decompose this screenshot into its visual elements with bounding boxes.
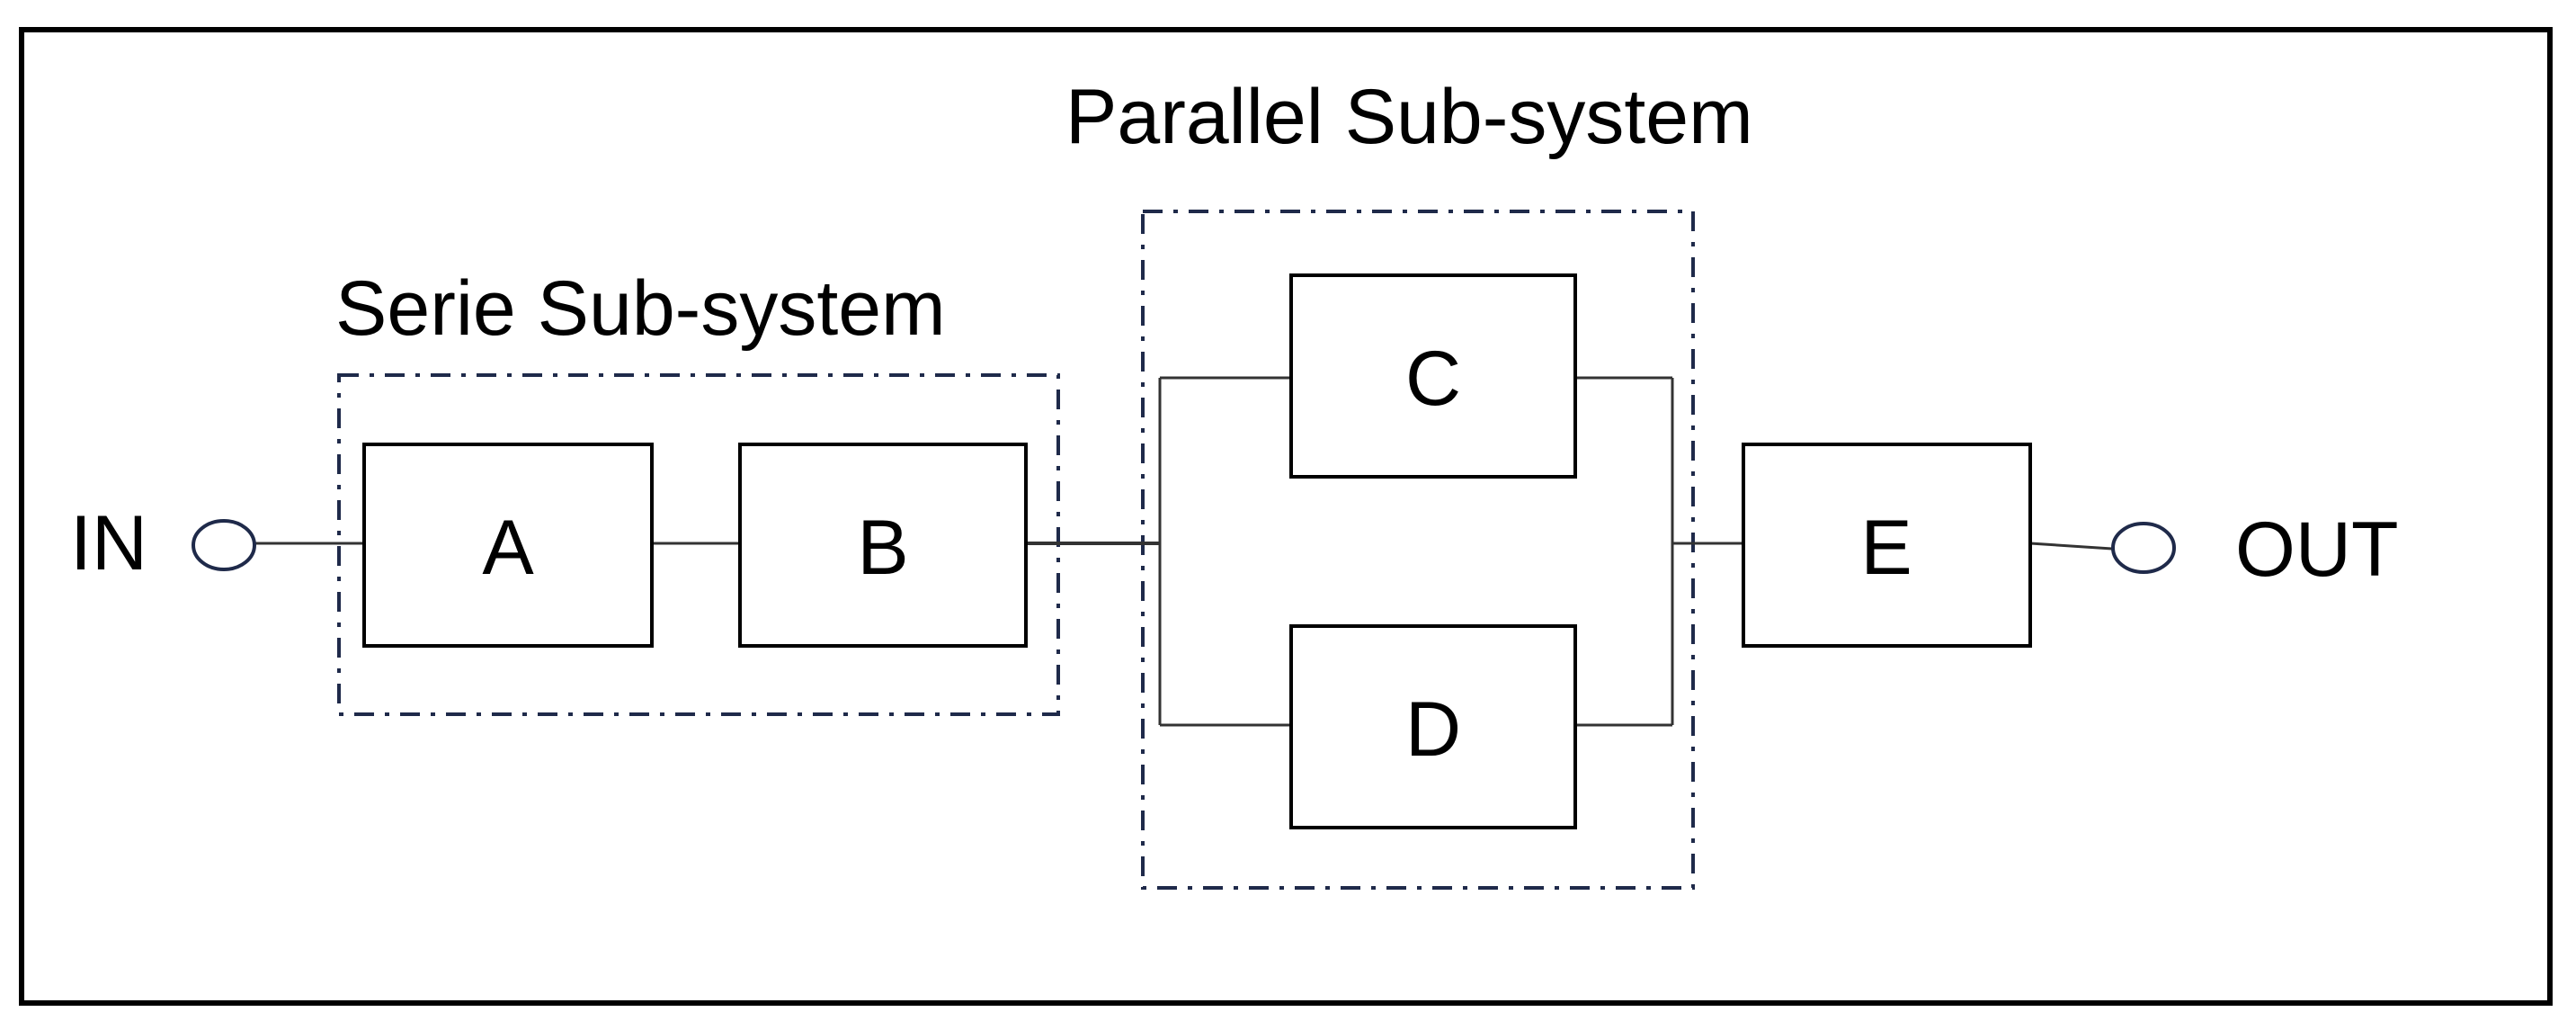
in-terminal-icon <box>192 519 256 571</box>
serie-subsystem-title: Serie Sub-system <box>335 265 946 352</box>
out-label: OUT <box>2235 506 2399 593</box>
parallel-subsystem-title: Parallel Sub-system <box>1065 74 1753 160</box>
parallel-subsystem-border <box>1141 210 1695 890</box>
block-d <box>1289 624 1577 829</box>
wire-e-to-out <box>2029 542 2113 551</box>
block-e-label: E <box>1860 505 1912 591</box>
block-a-label: A <box>482 505 534 591</box>
block-b-label: B <box>857 505 908 591</box>
block-b <box>738 443 1028 648</box>
block-a <box>362 443 654 648</box>
in-label: IN <box>70 500 147 587</box>
wiring <box>255 376 2113 727</box>
out-terminal-icon <box>2111 522 2176 574</box>
block-c <box>1289 273 1577 479</box>
block-c-label: C <box>1405 336 1461 422</box>
block-d-label: D <box>1405 686 1461 773</box>
block-e <box>1742 443 2032 648</box>
